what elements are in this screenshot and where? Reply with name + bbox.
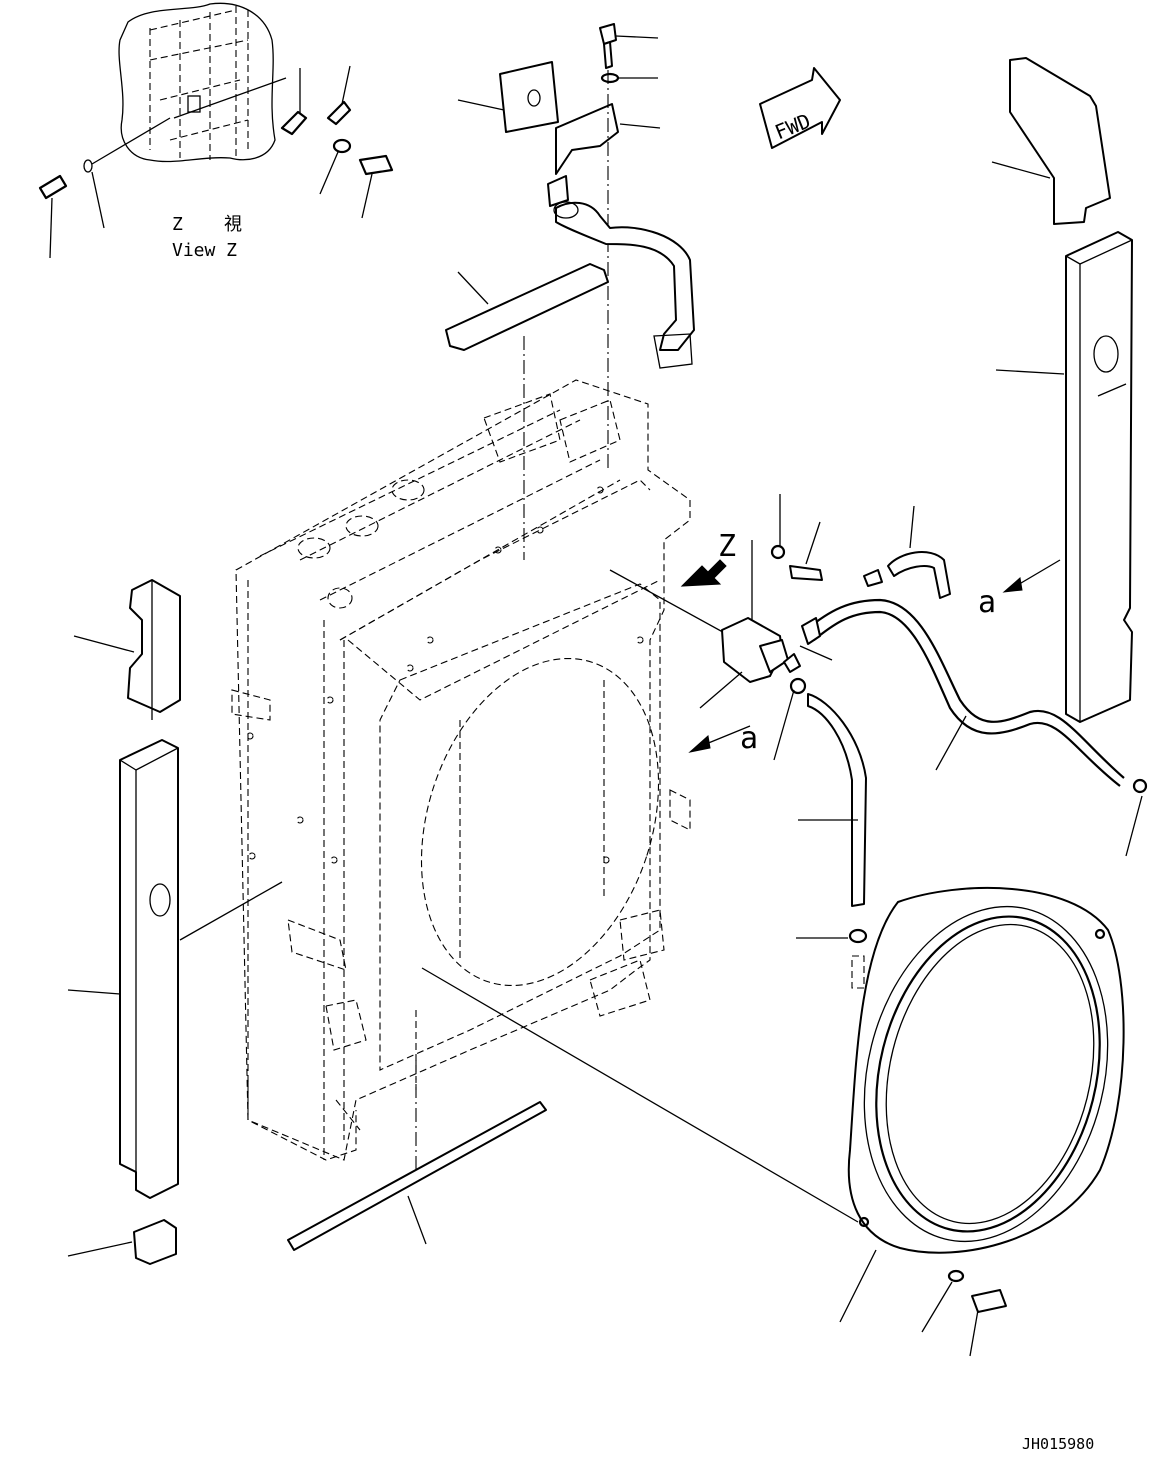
view-arrow-icon (680, 559, 727, 587)
bottom-seal-strip (287, 1101, 547, 1251)
right-side-cover: a (978, 57, 1133, 723)
top-seal-strip (445, 263, 609, 560)
view-label-en: View Z (172, 240, 237, 261)
left-side-parts (67, 579, 181, 1265)
long-hose (801, 598, 1148, 857)
water-pipe (553, 201, 695, 369)
view-label-jp-z: Z (172, 214, 183, 235)
drain-hose (796, 693, 868, 989)
fwd-direction-tag: FWD (759, 67, 841, 149)
z-marker: Z (718, 529, 736, 564)
small-hose (863, 505, 951, 599)
view-z-inset: Z 視 View Z (38, 2, 394, 261)
direction-arrow-icon (688, 735, 711, 753)
ref-a-right: a (978, 585, 996, 620)
top-bracket-assembly (457, 23, 661, 470)
radiator-frame (231, 379, 691, 1161)
mid-hardware (699, 494, 833, 761)
ref-a-center: a (740, 721, 758, 756)
fan-ring (839, 887, 1125, 1323)
view-label-jp-char: 視 (224, 214, 242, 235)
drawing-code: JH015980 (1022, 1435, 1094, 1453)
